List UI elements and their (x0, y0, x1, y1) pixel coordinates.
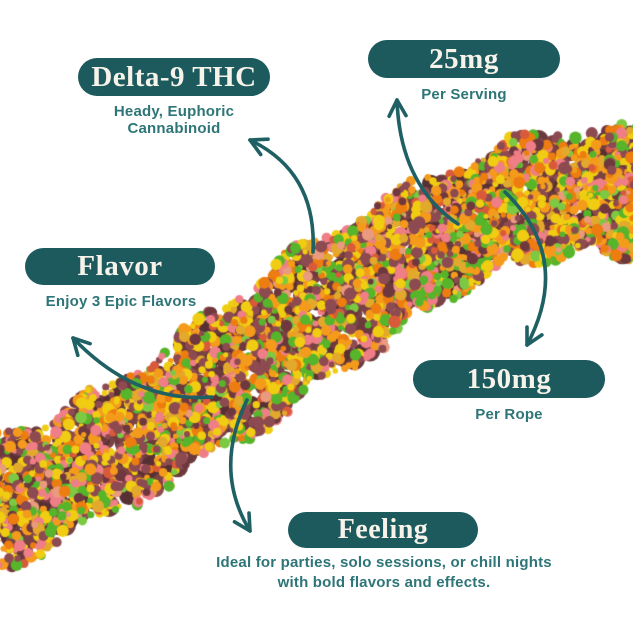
pill-per-rope: 150mg (413, 360, 605, 398)
subtitle-per-rope: Per Rope (475, 406, 543, 423)
pill-label: Feeling (337, 514, 429, 545)
pill-label: 25mg (429, 42, 499, 75)
pill-label: 150mg (466, 362, 552, 395)
pill-per-serving: 25mg (368, 40, 560, 78)
subtitle-feeling: Ideal for parties, solo sessions, or chi… (216, 554, 552, 591)
subtitle-cannabinoid: Heady, Euphoric Cannabinoid (113, 103, 235, 137)
pill-flavor: Flavor (25, 248, 215, 285)
pill-cannabinoid: Delta-9 THC (78, 58, 270, 96)
pill-label: Delta-9 THC (91, 60, 257, 93)
pill-label: Flavor (77, 250, 163, 282)
pill-feeling: Feeling (288, 512, 478, 548)
subtitle-per-serving: Per Serving (421, 86, 507, 103)
subtitle-flavor: Enjoy 3 Epic Flavors (45, 293, 197, 310)
